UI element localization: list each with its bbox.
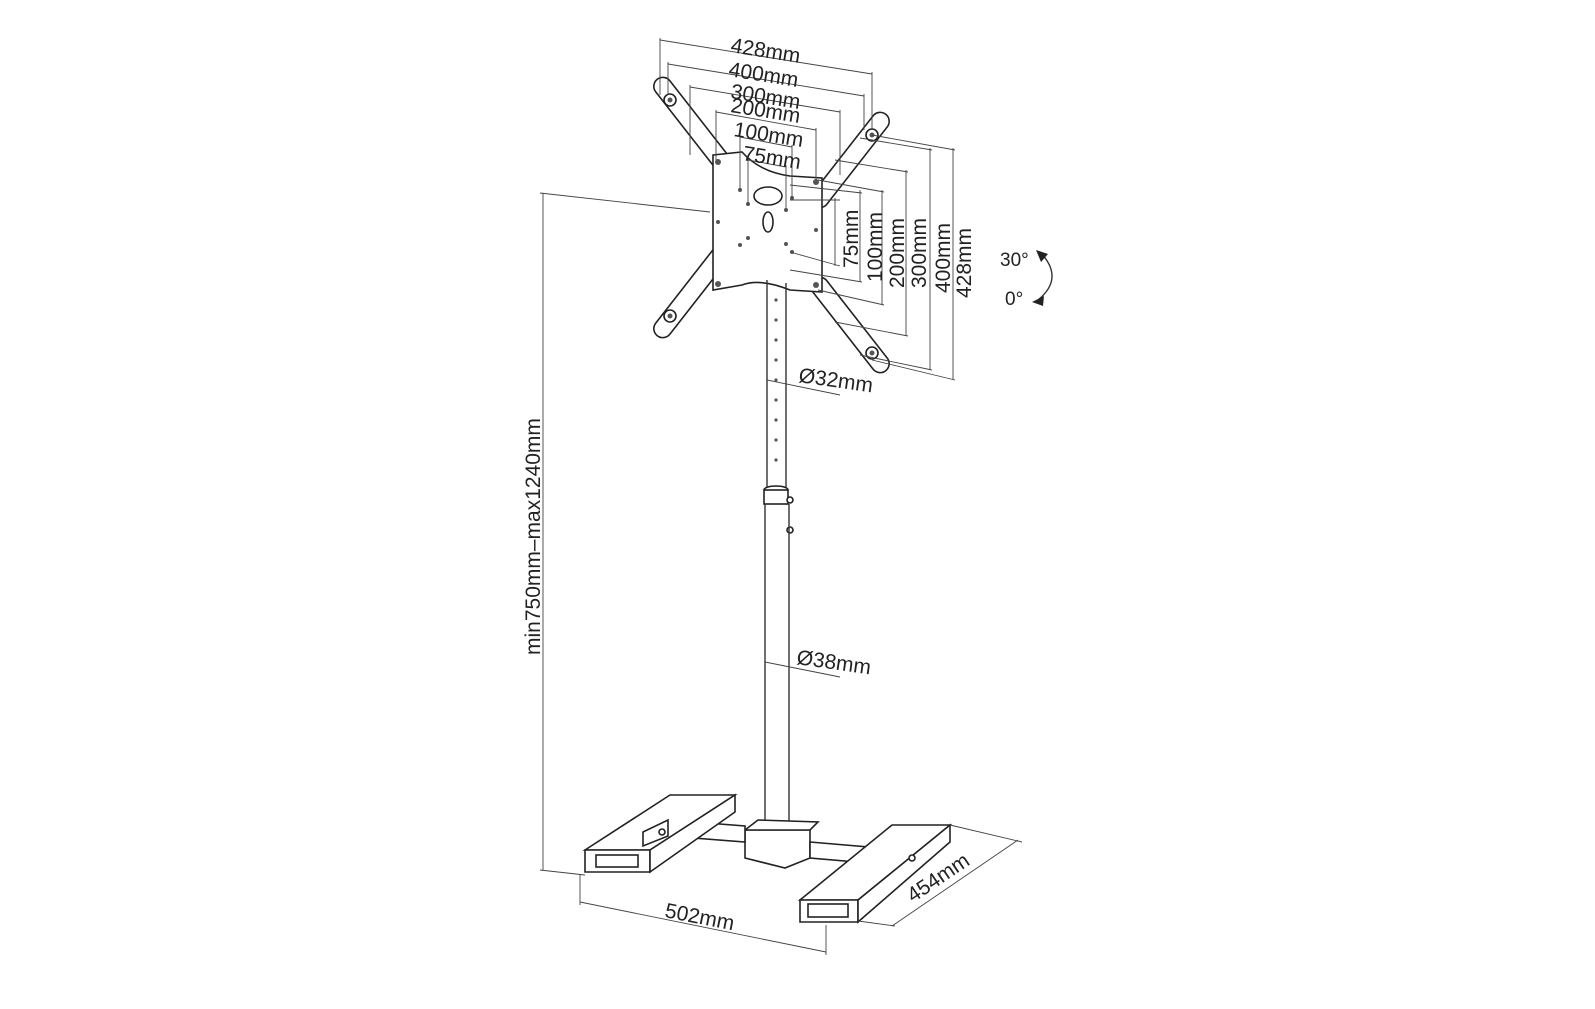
label-v-400: 400mm [932, 223, 955, 293]
tilt-lower-label: 0° [1005, 289, 1023, 310]
label-v-100: 100mm [864, 212, 887, 282]
pole-upper-diameter-label: Ø32mm [797, 364, 874, 397]
pole-adjust-holes [774, 298, 778, 462]
base-width-label: 502mm [663, 899, 736, 935]
base-width-dimension [579, 875, 827, 955]
dimension-lines-vertical [789, 134, 956, 381]
diameter-leaders [764, 379, 841, 678]
right-foot [797, 823, 953, 924]
tilt-upper-label: 30° [1000, 250, 1029, 271]
height-dimension [539, 192, 711, 876]
label-v-75: 75mm [840, 210, 863, 268]
label-v-300: 300mm [908, 218, 931, 288]
tilt-arrow-down-icon [1032, 296, 1044, 306]
base-depth-dimension [857, 824, 1023, 927]
height-range-label: min750mm–max1240mm [522, 418, 545, 655]
tilt-arrow-up-icon [1036, 250, 1048, 262]
pole-lower-diameter-label: Ø38mm [795, 646, 872, 679]
dimension-lines-horizontal [659, 38, 873, 210]
vesa-vertical-labels: 75mm 100mm 200mm 300mm 400mm 428mm [840, 210, 976, 298]
label-v-428: 428mm [953, 228, 976, 298]
vesa-horizontal-labels: 428mm 400mm 300mm 200mm 100mm 75mm [727, 34, 805, 174]
left-foot [582, 793, 738, 874]
label-v-200: 200mm [886, 218, 909, 288]
base [582, 793, 953, 924]
tilt-indicator [1032, 250, 1053, 306]
pole [763, 280, 794, 830]
vesa-holes [715, 159, 819, 288]
